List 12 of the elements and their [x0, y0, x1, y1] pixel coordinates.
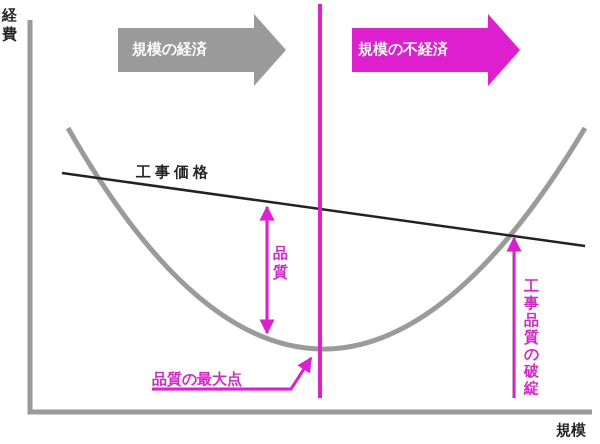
leader-line	[152, 356, 312, 390]
callout-text: 工事品質の破綻	[516, 278, 540, 399]
block-arrow	[118, 14, 286, 86]
arrow-label: 規模の経済	[132, 42, 207, 57]
arrow-label: 規模の不経済	[358, 42, 448, 57]
leader-line	[506, 236, 522, 398]
axis-label: 経費	[2, 6, 18, 44]
callout-text: 品質の最大点	[152, 372, 256, 390]
block-arrow	[352, 14, 520, 86]
dimension-label: 品質	[273, 244, 289, 282]
line-label: 工事価格	[136, 165, 212, 180]
axis-label: 規模	[556, 423, 586, 438]
